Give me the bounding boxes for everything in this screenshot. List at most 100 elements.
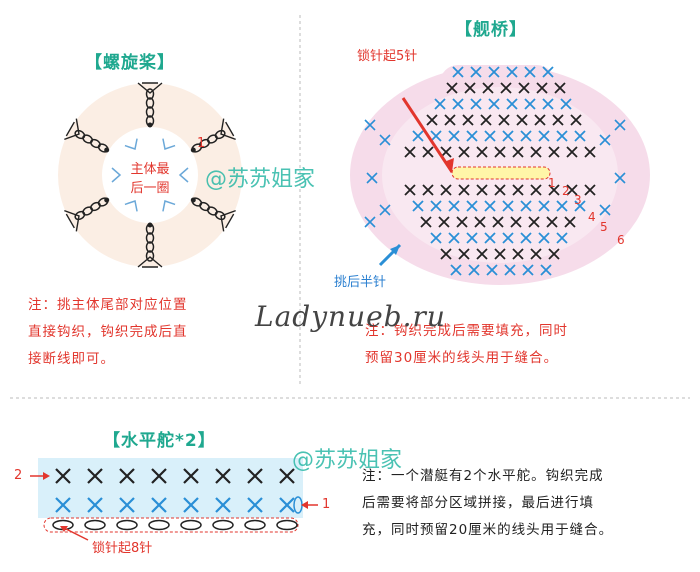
sc-stitch	[279, 468, 295, 484]
propeller-blade	[64, 197, 110, 232]
chain-stitch	[145, 88, 155, 100]
propeller-blade	[137, 82, 163, 128]
sc-stitch	[488, 98, 500, 110]
sc-stitch	[87, 497, 103, 513]
bridge-marker-4: 4	[588, 210, 596, 224]
sc-stitch	[364, 216, 376, 228]
sc-stitch	[470, 98, 482, 110]
sc-stitch	[564, 216, 576, 228]
sc-stitch	[430, 200, 442, 212]
sc-stitch	[458, 248, 470, 260]
plane-title: 【水平舵*2】	[103, 431, 216, 451]
sc-stitch	[476, 248, 488, 260]
sc-stitch	[247, 497, 263, 513]
inner-stitch	[162, 199, 176, 212]
sc-stitch	[488, 66, 500, 78]
propeller-blade	[190, 118, 236, 153]
sc-stitch	[546, 216, 558, 228]
sc-stitch	[215, 497, 231, 513]
chain-stitch	[90, 201, 101, 212]
sc-stitch	[548, 248, 560, 260]
sc-stitch	[151, 468, 167, 484]
sc-stitch	[516, 114, 528, 126]
bridge-marker-5: 5	[600, 220, 608, 234]
sc-stitch	[448, 130, 460, 142]
watermark-top: @苏苏姐家	[205, 167, 316, 192]
chain-stitch	[199, 138, 210, 149]
sc-stitch	[540, 264, 552, 276]
plane-row2-marker: 2	[14, 468, 23, 483]
sc-stitch	[440, 248, 452, 260]
chain-stitch	[214, 129, 226, 140]
slip-stitch	[190, 147, 196, 153]
sc-stitch	[412, 130, 424, 142]
sc-stitch	[538, 200, 550, 212]
bridge-arrows	[378, 97, 551, 267]
sc-stitch	[614, 119, 626, 131]
sc-stitch	[482, 82, 494, 94]
sc-stitch	[412, 200, 424, 212]
inner-stitch	[124, 199, 138, 212]
chain-stitch	[84, 519, 106, 531]
sc-stitch	[520, 200, 532, 212]
propeller-center-line2: 后一圈	[130, 181, 170, 196]
sc-stitch	[534, 114, 546, 126]
sc-stitch	[448, 200, 460, 212]
chain-stitch	[180, 519, 202, 531]
sc-stitch	[574, 200, 586, 212]
propeller-blade	[64, 118, 110, 153]
sc-stitch	[420, 216, 432, 228]
sc-stitch	[183, 468, 199, 484]
inner-stitch	[124, 138, 138, 151]
sc-stitch	[476, 184, 488, 196]
sc-stitch	[247, 468, 263, 484]
bridge-marker-6: 6	[617, 233, 625, 247]
sc-stitch	[556, 130, 568, 142]
sc-stitch	[530, 146, 542, 158]
slip-stitch	[147, 122, 153, 128]
sc-stitch	[404, 184, 416, 196]
sc-stitch	[524, 66, 536, 78]
sc-stitch	[512, 184, 524, 196]
sc-stitch	[502, 200, 514, 212]
propeller-note: 注：挑主体尾部对应位置 直接钩织，钩织完成后直 接断线即可。	[28, 292, 188, 373]
sc-stitch	[456, 216, 468, 228]
sc-stitch	[279, 497, 295, 513]
sc-stitch	[486, 264, 498, 276]
sc-stitch	[476, 146, 488, 158]
chain-stitch	[74, 210, 86, 221]
bridge-note-line1: 注：钩织完成后需要填充，同时	[365, 323, 568, 339]
chain-stitch	[206, 134, 218, 144]
propeller-diagram	[58, 82, 242, 268]
sc-stitch	[438, 216, 450, 228]
sc-stitch	[492, 216, 504, 228]
sc-stitch	[524, 98, 536, 110]
sc-stitch	[599, 134, 611, 146]
sc-stitch	[452, 66, 464, 78]
sc-stitch	[566, 146, 578, 158]
sc-stitch	[498, 114, 510, 126]
chain-stitch	[145, 250, 155, 262]
tr-stitch	[220, 209, 236, 232]
sc-stitch	[430, 232, 442, 244]
plane-note: 注：一个潜艇有2个水平舵。钩织完成 后需要将部分区域拼接，最后进行填 充，同时预…	[362, 463, 613, 544]
sc-stitch	[502, 130, 514, 142]
sc-stitch	[215, 468, 231, 484]
sc-stitch	[584, 184, 596, 196]
plane-chain-label: 锁针起8针	[92, 541, 153, 556]
sc-stitch	[426, 114, 438, 126]
sc-stitch	[512, 146, 524, 158]
sc-stitch	[468, 264, 480, 276]
sc-stitch	[434, 98, 446, 110]
sc-stitch	[530, 248, 542, 260]
sc-stitch	[494, 146, 506, 158]
propeller-blade	[190, 197, 236, 232]
sc-stitch	[530, 184, 542, 196]
sc-stitch	[364, 119, 376, 131]
inner-stitch-mark	[162, 199, 176, 212]
bridge-chain-label: 锁针起5针	[357, 49, 418, 64]
propeller-note-line3: 接断线即可。	[28, 351, 115, 367]
sc-stitch	[520, 130, 532, 142]
inner-stitch-mark	[124, 138, 138, 151]
